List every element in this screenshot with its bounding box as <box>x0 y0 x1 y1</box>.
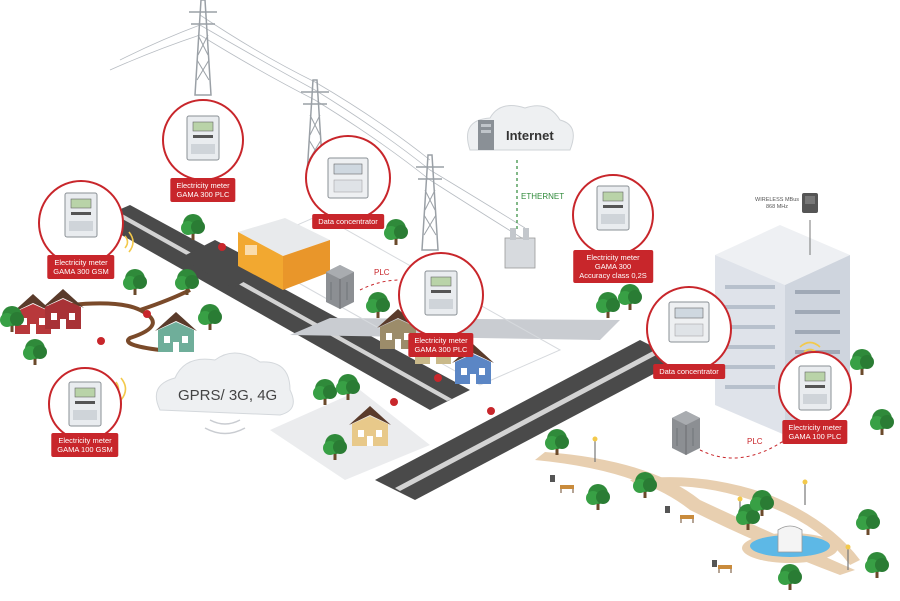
callout-meter-gama100plc: Electricity meter GAMA 100 PLC <box>782 420 848 444</box>
callout-line: Electricity meter <box>176 181 230 190</box>
power-pylon <box>188 0 218 96</box>
callout-meter-gama300gsm: Electricity meter GAMA 300 GSM <box>47 255 115 279</box>
wireless-router <box>802 193 818 213</box>
concentrator-cabinet-left <box>325 264 355 310</box>
house-red-2 <box>42 289 84 329</box>
callout-line: Electricity meter <box>54 258 108 267</box>
callout-concentrator-right: Data concentrator <box>653 364 725 379</box>
power-lines <box>109 14 526 241</box>
communication-links <box>359 279 786 459</box>
house-teal <box>155 312 197 352</box>
callout-line: Data concentrator <box>659 367 719 376</box>
data-concentrator-right <box>668 301 710 343</box>
park <box>535 435 860 575</box>
meter-gama300plc-top <box>186 115 220 161</box>
internet-cloud <box>467 105 574 151</box>
gprs-label: GPRS/ 3G, 4G <box>178 387 278 404</box>
callout-line: GAMA 300 GSM <box>53 267 109 276</box>
callout-line: Electricity meter <box>58 436 112 445</box>
callout-meter-gama300-class: Electricity meter GAMA 300 Accuracy clas… <box>573 250 653 283</box>
callout-concentrator-top: Data concentrator <box>312 214 384 229</box>
callout-line: Accuracy class 0,2S <box>579 271 647 280</box>
meter-gama300-class <box>596 185 630 231</box>
wireless-mbus-label: WIRELESS MBus <box>755 197 800 203</box>
transformer <box>504 228 536 269</box>
callout-line: Data concentrator <box>318 217 378 226</box>
power-pylon <box>415 154 445 251</box>
meter-gama100gsm <box>68 381 102 427</box>
underground-cable <box>69 301 161 352</box>
plc-label-left: PLC <box>374 268 390 277</box>
callout-line: Electricity meter <box>586 253 640 262</box>
callout-line: GAMA 100 PLC <box>788 432 842 441</box>
marker-dots <box>97 243 495 415</box>
callout-line: GAMA 300 PLC <box>414 345 468 354</box>
concentrator-cabinet-right <box>671 410 701 456</box>
callout-line: GAMA 300 <box>594 262 632 271</box>
meter-gama100plc <box>798 365 832 411</box>
data-concentrator-top <box>327 157 369 199</box>
internet-label: Internet <box>506 128 554 143</box>
plc-label-right: PLC <box>747 437 763 446</box>
callout-line: GAMA 100 GSM <box>57 445 113 454</box>
meter-gama300plc-mid <box>424 270 458 316</box>
callout-line: GAMA 300 PLC <box>176 190 230 199</box>
callout-line: Electricity meter <box>414 336 468 345</box>
gprs-cloud <box>155 352 294 435</box>
callout-meter-gama300plc-top: Electricity meter GAMA 300 PLC <box>170 178 236 202</box>
callout-line: Electricity meter <box>788 423 842 432</box>
ethernet-label: ETHERNET <box>521 192 565 201</box>
callout-meter-gama100gsm: Electricity meter GAMA 100 GSM <box>51 433 119 457</box>
shop-building <box>238 218 330 290</box>
wireless-frequency-label: 868 MHz <box>766 204 789 210</box>
meter-gama300gsm <box>64 192 98 238</box>
callout-meter-gama300plc-mid: Electricity meter GAMA 300 PLC <box>408 333 474 357</box>
